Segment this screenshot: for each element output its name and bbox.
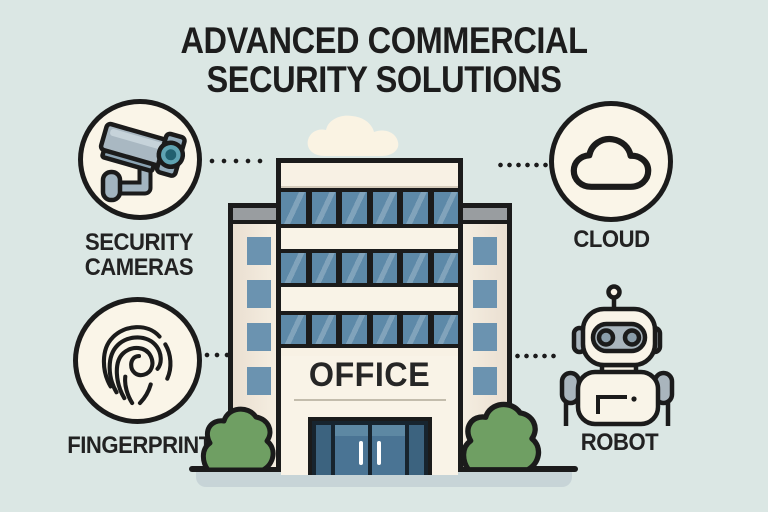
wing-window [247,323,271,351]
entrance-door [307,417,432,475]
facade-band [281,228,458,249]
wing-window [247,237,271,265]
window [403,315,428,344]
camera-mount-foot [100,169,123,202]
building-parapet [281,163,458,188]
office-building: OFFICE [276,158,463,475]
wing-roof-cap [233,208,277,224]
window [281,253,306,283]
page-title-line1: ADVANCED COMMERCIAL [180,20,588,61]
window [311,253,336,283]
building-entrance-level: OFFICE [281,356,458,475]
door-side-panel [315,425,331,475]
fingerprint-label: FINGERPRINT [67,432,212,459]
facade-band [281,287,458,311]
window-row [281,249,458,287]
window [281,192,306,224]
window [433,192,458,224]
window [372,253,397,283]
bush-left [200,406,276,472]
window [433,315,458,344]
window [372,315,397,344]
wing-window [473,237,497,265]
page-title: ADVANCED COMMERCIAL SECURITY SOLUTIONS [46,21,722,99]
window [311,315,336,344]
wing-window [473,280,497,308]
sky-cloud [307,115,399,156]
door-handle [376,441,381,465]
door-leaf-left [334,425,368,475]
window [342,192,367,224]
wing-window [247,367,271,395]
robot-label: ROBOT [580,429,659,456]
robot-icon [559,284,675,427]
window [342,253,367,283]
fingerprint-icon [101,324,172,405]
window [433,253,458,283]
window [372,192,397,224]
robot-eye [622,328,642,347]
wing-window [247,280,271,308]
security-cameras-node [78,99,202,220]
wing-window [473,323,497,351]
window-row [281,311,458,348]
window [403,192,428,224]
dotted-connector-fingerprint [202,352,232,358]
door-side-panel [408,425,424,475]
security-cameras-label: SECURITY CAMERAS [84,229,194,282]
window [311,192,336,224]
cloud-label: CLOUD [573,226,650,253]
bush-right [460,401,542,472]
door-leaf-right [371,425,405,475]
security-camera-icon [98,121,187,202]
window [342,315,367,344]
dotted-connector-camera [206,158,266,164]
sign-divider [293,399,446,401]
ground-shadow [196,472,572,487]
dotted-connector-robot [513,353,558,359]
window [403,253,428,283]
page-title-line2: SECURITY SOLUTIONS [206,59,562,100]
wing-window [473,367,497,395]
door-handle [358,441,363,465]
robot-antenna [606,284,622,300]
dotted-connector-cloud [496,162,550,168]
robot-eye [596,328,616,347]
cloud-node [549,101,673,222]
window-row [281,188,458,228]
office-sign: OFFICE [308,356,431,394]
window [281,315,306,344]
wing-roof-cap [462,208,507,224]
cloud-icon [570,135,652,190]
fingerprint-node [73,297,202,424]
